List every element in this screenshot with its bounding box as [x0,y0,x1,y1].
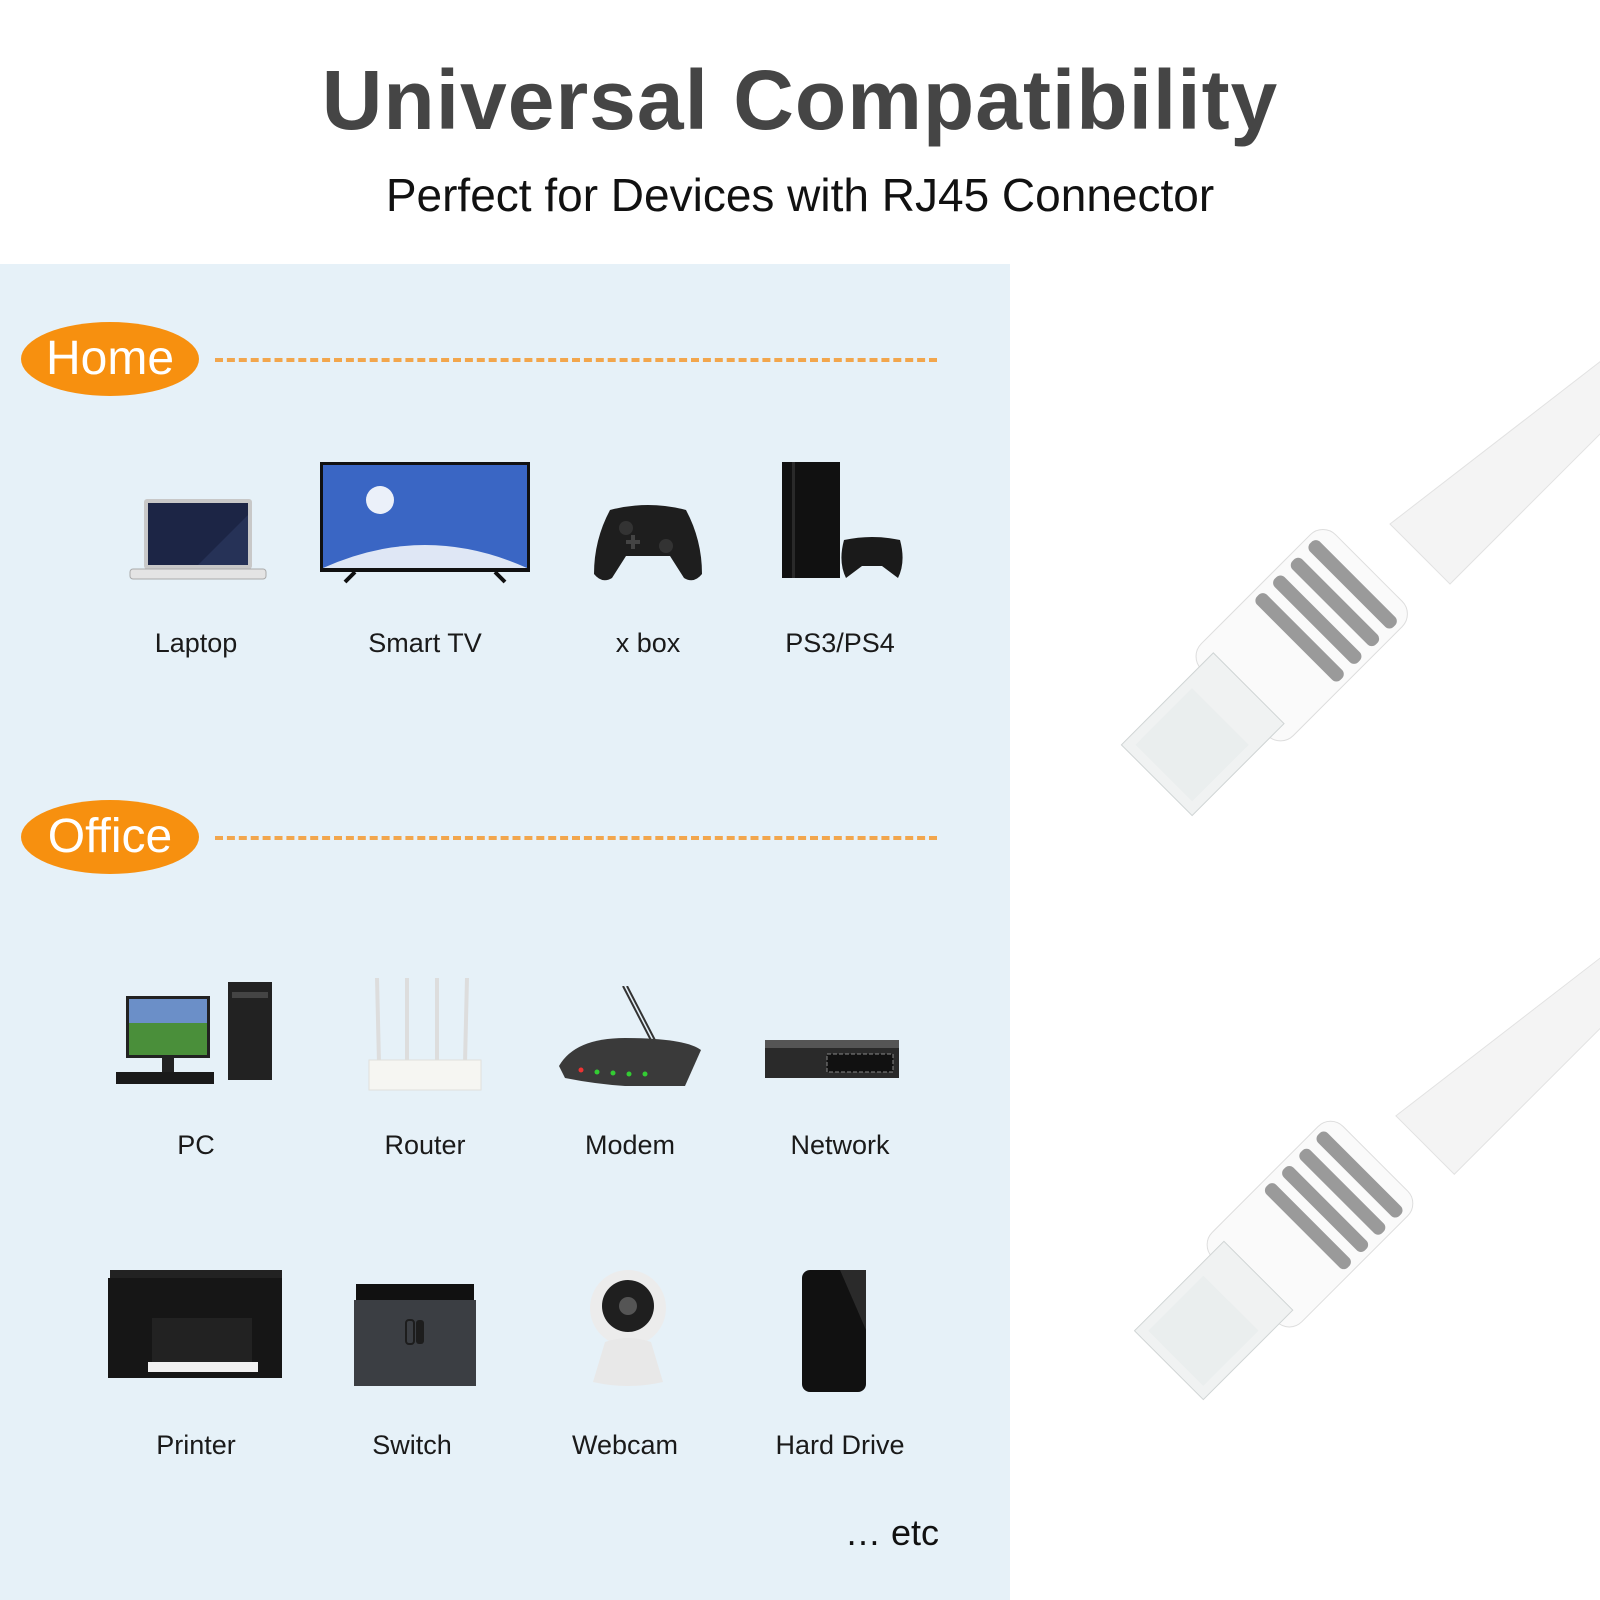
office-divider [215,836,937,840]
router-icon [368,978,482,1091]
desktop-pc-icon [116,982,272,1084]
device-label: Modem [584,1130,676,1160]
etc-label: … etc [845,1512,940,1553]
device-network-switch: Network [730,980,950,1160]
console-icon [782,462,903,578]
home-section-badge: Home [21,322,199,396]
device-switch: Switch [302,1270,522,1460]
device-label: PS3/PS4 [785,628,895,658]
device-laptop: Laptop [86,440,306,670]
device-printer: Printer [86,1270,306,1460]
device-label: Printer [156,1430,236,1460]
header: Universal Compatibility Perfect for Devi… [0,0,1600,265]
home-divider [215,358,937,362]
rj45-connector-bottom-icon [1133,957,1600,1401]
device-label: Router [384,1130,466,1160]
switch-dock-icon [354,1284,476,1386]
device-modem: Modem [520,980,740,1160]
device-smart-tv: Smart TV [315,440,535,670]
device-xbox: x box [538,440,758,670]
laptop-icon [129,499,267,580]
modem-icon [559,986,701,1086]
hard-drive-icon [802,1270,866,1392]
cable-illustration [1010,264,1600,1600]
rj45-connector-top-icon [1120,361,1600,817]
office-section-badge: Office [21,800,199,874]
device-hard-drive: Hard Drive [730,1270,950,1460]
device-label: Network [790,1130,890,1160]
device-router: Router [315,978,535,1160]
page-subtitle: Perfect for Devices with RJ45 Connector [385,169,1215,221]
device-label: Hard Drive [775,1430,905,1460]
device-ps: PS3/PS4 [730,440,950,670]
device-label: Smart TV [368,628,482,658]
device-label: Webcam [571,1430,679,1460]
device-label: x box [615,628,681,658]
printer-icon [108,1270,282,1378]
network-switch-icon [765,1040,899,1078]
device-pc: PC [86,980,306,1160]
device-label: Switch [372,1430,452,1460]
page-title: Universal Compatibility [321,53,1279,147]
device-label: PC [177,1130,215,1160]
device-webcam: Webcam [515,1270,735,1460]
device-label: Laptop [154,628,238,658]
game-controller-icon [594,505,702,581]
webcam-icon [590,1270,666,1386]
tv-icon [320,462,530,584]
